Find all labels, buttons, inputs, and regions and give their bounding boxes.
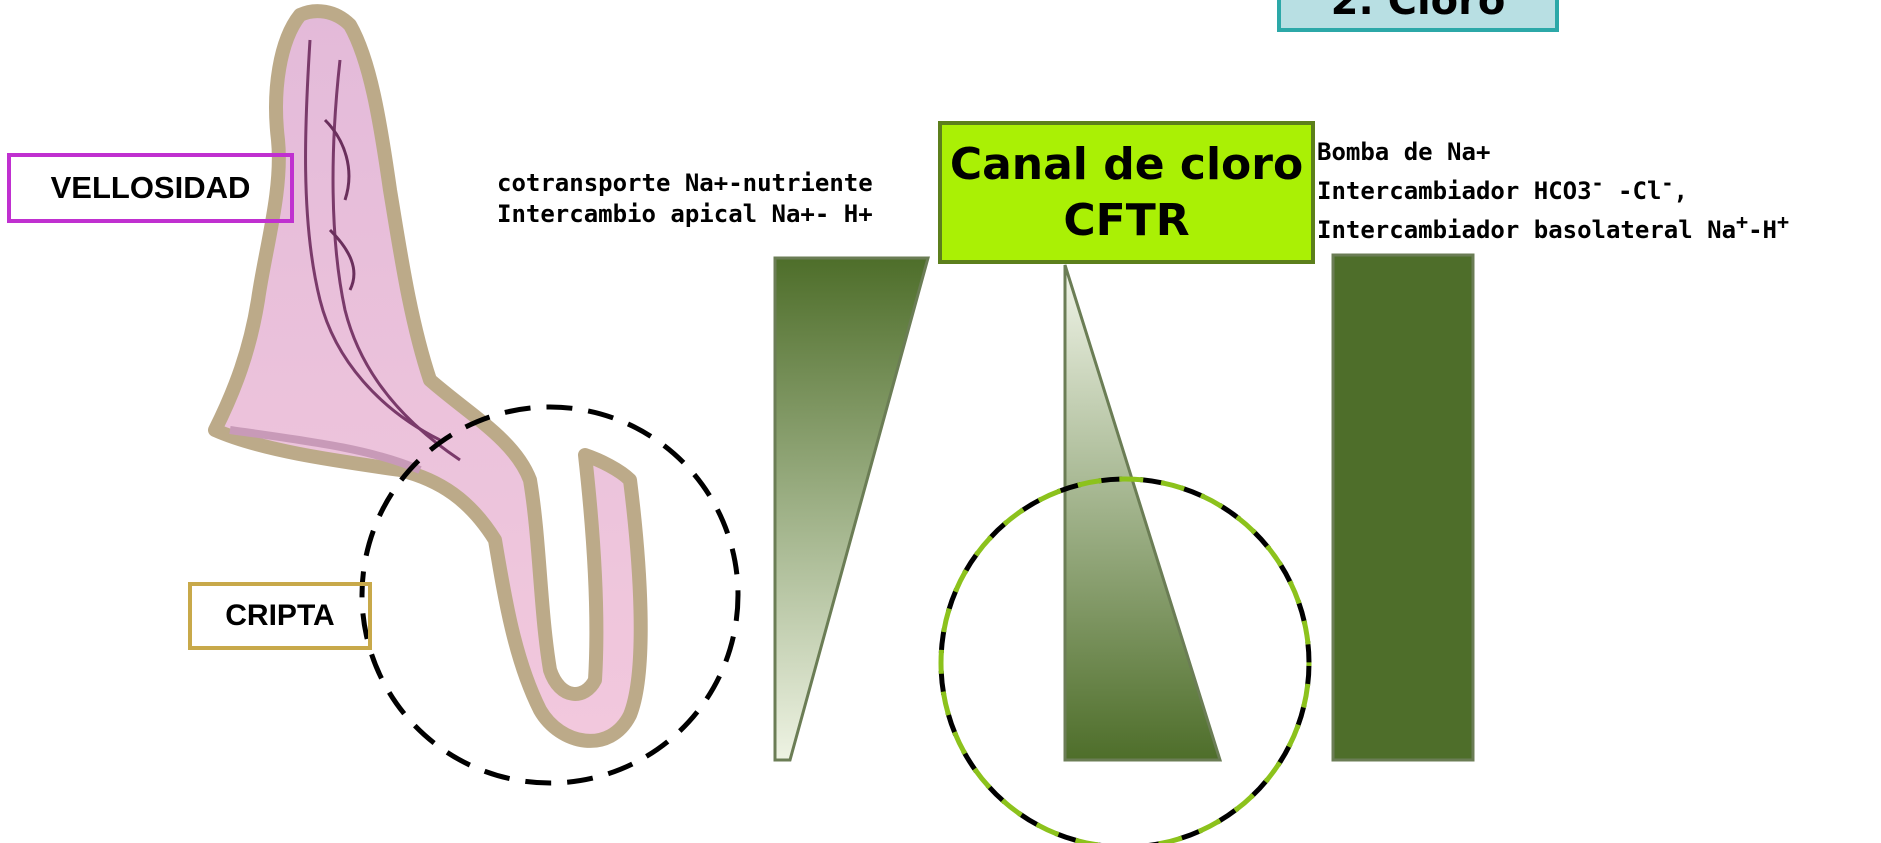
- sodium-pump-bar: [1333, 255, 1473, 760]
- basolateral-exchanger-line: Intercambiador basolateral Na+-H+: [1317, 207, 1789, 246]
- chloride-channel-gradient-triangle: [1065, 265, 1220, 760]
- sodium-pump-line: Bomba de Na+: [1317, 137, 1789, 168]
- crypt-label: CRIPTA: [188, 582, 372, 650]
- apical-exchange-line: Intercambio apical Na+- H+: [497, 199, 873, 230]
- nutrient-cotransport-line: cotransporte Na+-nutriente: [497, 168, 873, 199]
- cftr-title: Canal de cloro: [950, 137, 1303, 193]
- transport-mechanisms-text: Bomba de Na+ Intercambiador HCO3- -Cl-, …: [1317, 137, 1789, 246]
- cftr-channel-box: Canal de cloro CFTR: [938, 121, 1315, 264]
- crypt-label-text: CRIPTA: [225, 599, 334, 633]
- cftr-name: CFTR: [1063, 193, 1189, 249]
- section-title-box: 2. Cloro: [1277, 0, 1559, 32]
- section-title: 2. Cloro: [1331, 0, 1506, 24]
- bicarbonate-exchanger-line: Intercambiador HCO3- -Cl-,: [1317, 168, 1789, 207]
- absorption-mechanisms-text: cotransporte Na+-nutriente Intercambio a…: [497, 168, 873, 230]
- absorption-gradient-triangle: [775, 258, 928, 760]
- villus-label: VELLOSIDAD: [7, 153, 294, 223]
- villus-label-text: VELLOSIDAD: [51, 170, 251, 206]
